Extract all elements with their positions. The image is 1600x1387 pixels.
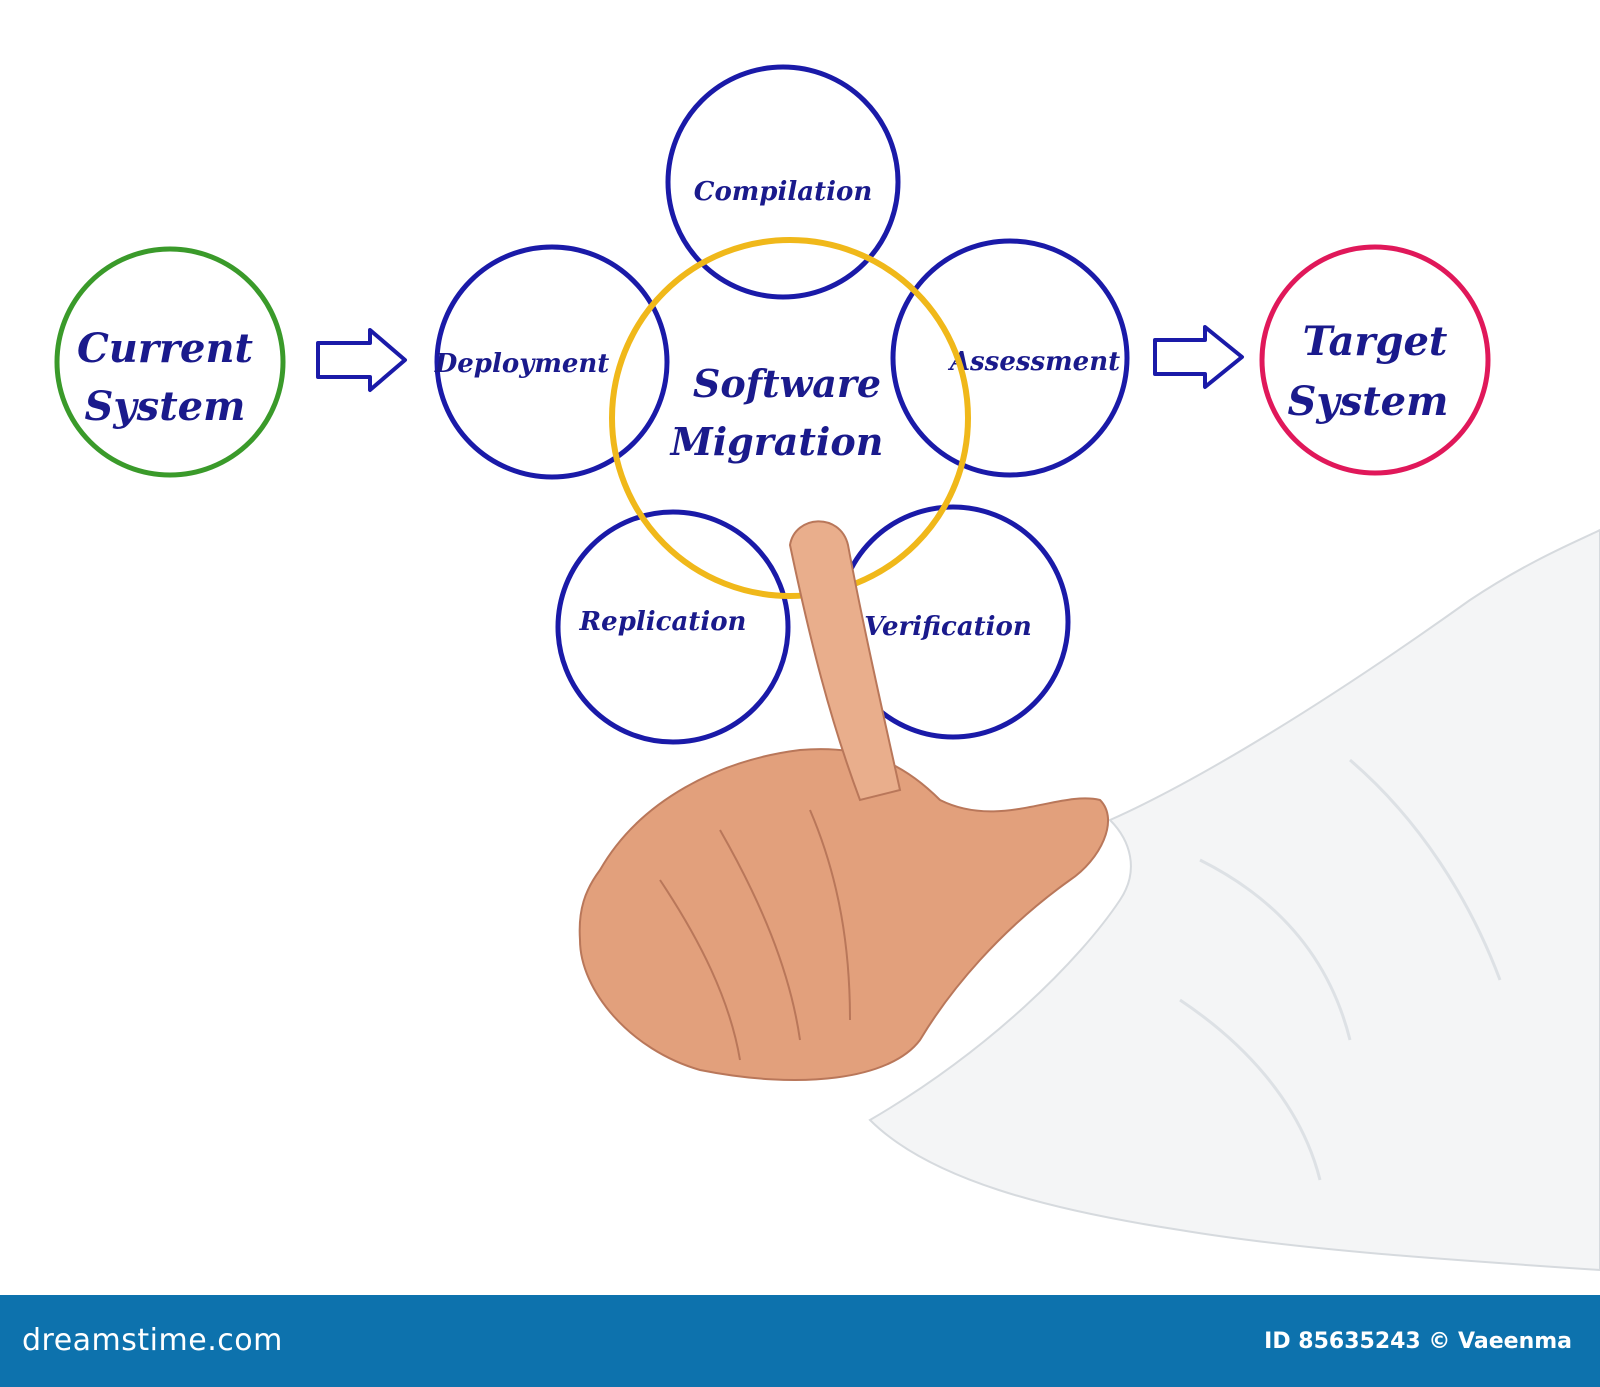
current-system-circle [54, 246, 286, 478]
target-system-circle [1259, 244, 1491, 476]
software-migration-diagram: Current System Compilation Deployment As… [54, 64, 1600, 1272]
site-name: dreamstime.com [22, 1323, 283, 1358]
target-system-node: Target System [1259, 244, 1491, 476]
software-migration-node: Software Migration [609, 237, 971, 599]
current-system-label-line2: System [85, 383, 246, 430]
current-system-node: Current System [54, 246, 286, 478]
assessment-node: Assessment [890, 238, 1130, 478]
footer-bar: dreamstime.com ID 85635243 © Vaeenma [0, 1295, 1600, 1387]
software-migration-label-line1: Software [693, 361, 881, 406]
deployment-node: Deployment [434, 244, 670, 480]
replication-node: Replication [555, 509, 791, 745]
shirt-sleeve [868, 528, 1600, 1272]
hand-fist [578, 748, 1110, 1081]
pointing-hand-illustration [578, 520, 1600, 1272]
deployment-label: Deployment [434, 349, 610, 379]
compilation-label: Compilation [694, 177, 872, 207]
verification-label: Verification [864, 612, 1032, 642]
compilation-node: Compilation [665, 64, 901, 300]
target-system-label-line1: Target [1303, 318, 1448, 365]
assessment-label: Assessment [947, 347, 1120, 377]
software-migration-label-line2: Migration [669, 419, 884, 464]
arrow-right-icon [1153, 325, 1244, 389]
replication-label: Replication [579, 607, 747, 637]
index-finger [788, 520, 902, 802]
target-system-label-line2: System [1288, 378, 1449, 425]
compilation-circle [665, 64, 901, 300]
assessment-circle [890, 238, 1130, 478]
arrow-right-icon [316, 328, 407, 392]
image-credit: ID 85635243 © Vaeenma [1264, 1329, 1572, 1354]
replication-circle [555, 509, 791, 745]
current-system-label-line1: Current [77, 325, 254, 372]
deployment-circle [434, 244, 670, 480]
software-migration-circle [609, 237, 971, 599]
